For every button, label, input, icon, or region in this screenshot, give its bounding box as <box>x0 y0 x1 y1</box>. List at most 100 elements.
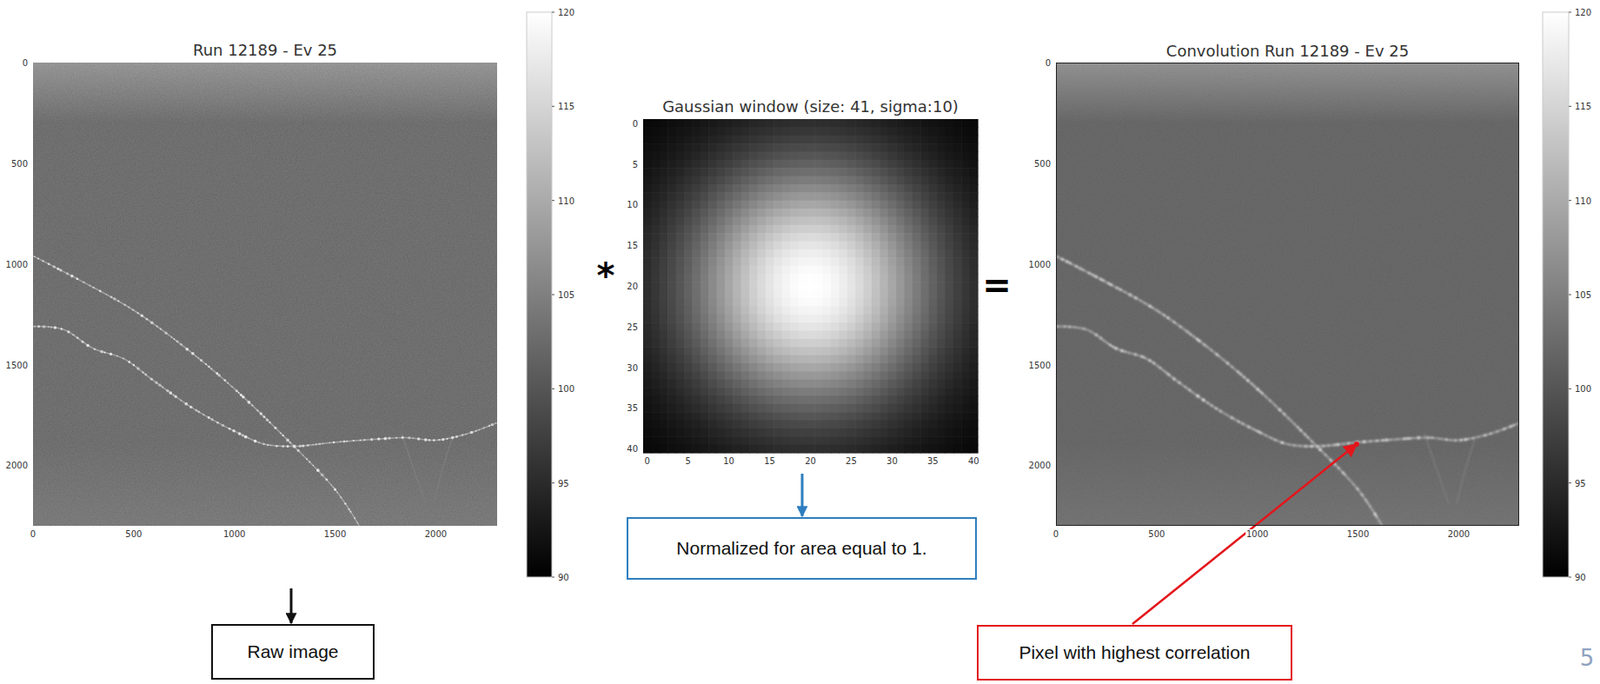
kernel-cell <box>659 379 669 389</box>
kernel-cell <box>773 371 783 380</box>
track-hit <box>1210 404 1214 407</box>
kernel-cell <box>756 355 766 365</box>
kernel-cell <box>944 428 954 438</box>
kernel-cell <box>838 216 848 226</box>
track-hit <box>110 296 113 299</box>
kernel-cell <box>650 371 660 380</box>
kernel-cell <box>643 379 652 389</box>
track-hit <box>1439 438 1441 440</box>
kernel-cell <box>667 371 677 380</box>
track-hit <box>279 431 282 434</box>
track-hit <box>1347 478 1349 479</box>
track-hit <box>483 426 485 429</box>
kernel-cell <box>708 159 718 169</box>
kernel-cell <box>871 216 881 226</box>
kernel-cell <box>790 290 799 299</box>
kernel-cell <box>896 232 905 242</box>
kernel-cell <box>683 273 693 283</box>
kernel-cell <box>756 167 766 177</box>
kernel-cell <box>797 404 807 413</box>
track-hit <box>1287 417 1290 420</box>
kernel-cell <box>676 232 685 242</box>
kernel-cell <box>741 436 751 445</box>
kernel-cell <box>814 143 824 153</box>
kernel-cell <box>782 143 791 153</box>
kernel-cell <box>969 395 979 405</box>
kernel-cell <box>782 192 791 201</box>
kernel-cell <box>756 184 766 193</box>
kernel-cell <box>871 225 881 234</box>
kernel-cell <box>830 371 840 380</box>
kernel-cell <box>961 200 970 210</box>
kernel-cell <box>838 428 848 438</box>
kernel-cell <box>700 428 710 438</box>
kernel-cell <box>838 119 848 128</box>
kernel-cell <box>969 176 979 186</box>
kernel-cell <box>708 126 718 136</box>
kernel-cell <box>797 135 807 145</box>
kernel-cell <box>871 371 881 380</box>
track-hit <box>339 441 341 443</box>
kernel-cell <box>650 151 660 160</box>
kernel-cell <box>814 298 824 307</box>
kernel-cell <box>724 355 734 365</box>
kernel-cell <box>969 331 979 340</box>
kernel-cell <box>683 322 693 332</box>
kernel-cell <box>961 355 970 365</box>
kernel-cell <box>944 379 954 389</box>
track-hit <box>1056 325 1059 328</box>
track-hit <box>1123 351 1126 353</box>
kernel-cell <box>765 420 775 430</box>
track-hit <box>1075 265 1078 268</box>
kernel-cell <box>855 143 864 153</box>
kernel-cell <box>676 240 685 250</box>
kernel-cell <box>724 411 734 421</box>
kernel-cell <box>741 200 751 210</box>
kernel-cell <box>683 167 693 177</box>
kernel-cell <box>773 404 783 413</box>
kernel-cell <box>920 200 930 210</box>
kernel-cell <box>790 404 799 413</box>
track-hit <box>1274 404 1276 406</box>
kernel-cell <box>888 184 897 193</box>
kernel-cell <box>782 371 791 380</box>
kernel-cell <box>936 192 946 201</box>
kernel-cell <box>773 184 783 193</box>
kernel-cell <box>790 249 799 259</box>
kernel-cell <box>936 208 946 218</box>
kernel-cell <box>953 387 963 397</box>
kernel-cell <box>944 151 954 160</box>
kernel-cell <box>790 240 799 250</box>
track-hit <box>1082 327 1086 331</box>
kernel-cell <box>961 265 970 275</box>
track-hit <box>106 293 108 296</box>
kernel-cell <box>741 232 751 242</box>
kernel-cell <box>773 249 783 259</box>
track-hit <box>1307 445 1310 448</box>
kernel-cell <box>863 192 873 201</box>
kernel-cell <box>912 208 922 218</box>
kernel-cell <box>896 192 905 201</box>
kernel-cell <box>871 338 881 348</box>
track-hit <box>451 436 455 440</box>
track-hit <box>1310 440 1313 443</box>
kernel-cell <box>782 216 791 226</box>
track-hit <box>1107 281 1110 285</box>
kernel-cell <box>683 159 693 169</box>
kernel-cell <box>717 371 726 380</box>
track-hit <box>1102 339 1105 342</box>
track-hit <box>1165 371 1169 375</box>
kernel-cell <box>732 411 742 421</box>
kernel-cell <box>953 322 963 332</box>
kernel-cell <box>823 192 832 201</box>
kernel-cell <box>847 257 857 266</box>
kernel-cell <box>929 167 938 177</box>
kernel-cell <box>724 176 734 186</box>
kernel-cell <box>732 273 742 283</box>
track-hit <box>298 444 302 448</box>
kernel-cell <box>863 371 873 380</box>
track-hit <box>388 437 392 440</box>
kernel-cell <box>708 192 718 201</box>
track-hit <box>1268 399 1271 402</box>
kernel-cell <box>847 273 857 283</box>
